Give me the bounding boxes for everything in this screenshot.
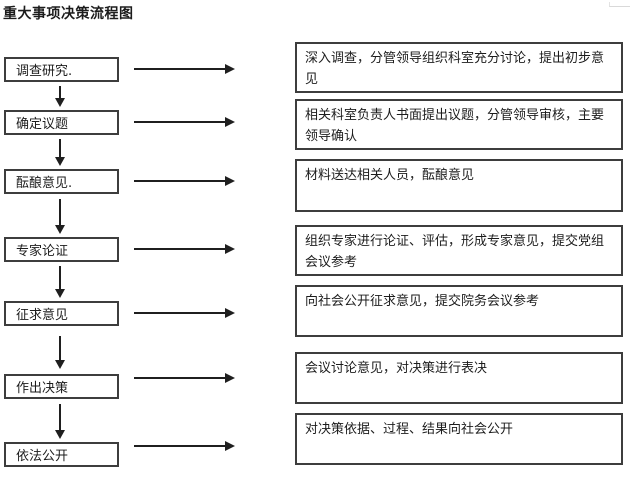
description-text-5: 向社会公开征求意见，提交院务会议参考: [305, 294, 540, 309]
down-arrow-6: [54, 404, 66, 439]
description-box-1: 深入调查，分管领导组织科室充分讨论，提出初步意见: [295, 42, 623, 93]
right-arrow-head-icon: [225, 117, 235, 127]
down-arrow-head-icon: [55, 225, 65, 234]
down-arrow-stem: [59, 336, 61, 361]
down-arrow-head-icon: [55, 289, 65, 298]
step-label-6: 作出决策: [16, 381, 69, 396]
description-box-3: 材料送达相关人员，酝酿意见: [295, 159, 623, 212]
down-arrow-4: [54, 266, 66, 298]
description-box-2: 相关科室负责人书面提出议题，分管领导审核，主要领导确认: [295, 99, 623, 150]
down-arrow-2: [54, 139, 66, 166]
description-box-5: 向社会公开征求意见，提交院务会议参考: [295, 285, 623, 337]
description-text-6: 会议讨论意见，对决策进行表决: [305, 361, 488, 376]
right-arrow-head-icon: [225, 373, 235, 383]
down-arrow-head-icon: [55, 430, 65, 439]
right-arrow-line: [134, 248, 226, 250]
down-arrow-1: [54, 86, 66, 107]
right-arrow-7: [134, 440, 235, 452]
right-arrow-head-icon: [225, 64, 235, 74]
description-text-3: 材料送达相关人员，酝酿意见: [305, 168, 475, 183]
step-box-6: 作出决策: [4, 374, 119, 399]
right-arrow-head-icon: [225, 441, 235, 451]
cropped-ui-fragment: [609, 2, 630, 7]
step-label-1: 调查研究.: [16, 64, 73, 79]
step-box-3: 酝酿意见.: [4, 169, 119, 194]
right-arrow-3: [134, 175, 235, 187]
step-box-7: 依法公开: [4, 442, 119, 467]
step-label-2: 确定议题: [16, 117, 69, 132]
right-arrow-2: [134, 116, 235, 128]
right-arrow-1: [134, 63, 235, 75]
flowchart-title: 重大事项决策流程图: [3, 6, 134, 22]
right-arrow-head-icon: [225, 176, 235, 186]
down-arrow-stem: [59, 86, 61, 99]
down-arrow-stem: [59, 404, 61, 431]
right-arrow-5: [134, 307, 235, 319]
right-arrow-6: [134, 372, 235, 384]
right-arrow-line: [134, 312, 226, 314]
description-box-6: 会议讨论意见，对决策进行表决: [295, 352, 623, 404]
step-box-2: 确定议题: [4, 110, 119, 135]
down-arrow-3: [54, 199, 66, 234]
down-arrow-head-icon: [55, 98, 65, 107]
down-arrow-head-icon: [55, 360, 65, 369]
step-label-5: 征求意见: [16, 308, 69, 323]
step-label-4: 专家论证: [16, 244, 69, 259]
right-arrow-head-icon: [225, 244, 235, 254]
right-arrow-line: [134, 180, 226, 182]
description-text-2: 相关科室负责人书面提出议题，分管领导审核，主要领导确认: [305, 108, 605, 144]
down-arrow-5: [54, 336, 66, 369]
step-box-5: 征求意见: [4, 301, 119, 326]
down-arrow-stem: [59, 266, 61, 290]
description-text-4: 组织专家进行论证、评估，形成专家意见，提交党组会议参考: [305, 234, 605, 270]
description-box-4: 组织专家进行论证、评估，形成专家意见，提交党组会议参考: [295, 225, 623, 276]
right-arrow-line: [134, 445, 226, 447]
right-arrow-head-icon: [225, 308, 235, 318]
down-arrow-stem: [59, 199, 61, 226]
down-arrow-head-icon: [55, 157, 65, 166]
description-box-7: 对决策依据、过程、结果向社会公开: [295, 413, 623, 465]
right-arrow-line: [134, 121, 226, 123]
step-box-4: 专家论证: [4, 237, 119, 262]
right-arrow-line: [134, 377, 226, 379]
description-text-1: 深入调查，分管领导组织科室充分讨论，提出初步意见: [305, 51, 605, 87]
step-label-7: 依法公开: [16, 449, 69, 464]
right-arrow-4: [134, 243, 235, 255]
right-arrow-line: [134, 68, 226, 70]
step-box-1: 调查研究.: [4, 57, 119, 82]
down-arrow-stem: [59, 139, 61, 158]
step-label-3: 酝酿意见.: [16, 176, 73, 191]
description-text-7: 对决策依据、过程、结果向社会公开: [305, 422, 514, 437]
